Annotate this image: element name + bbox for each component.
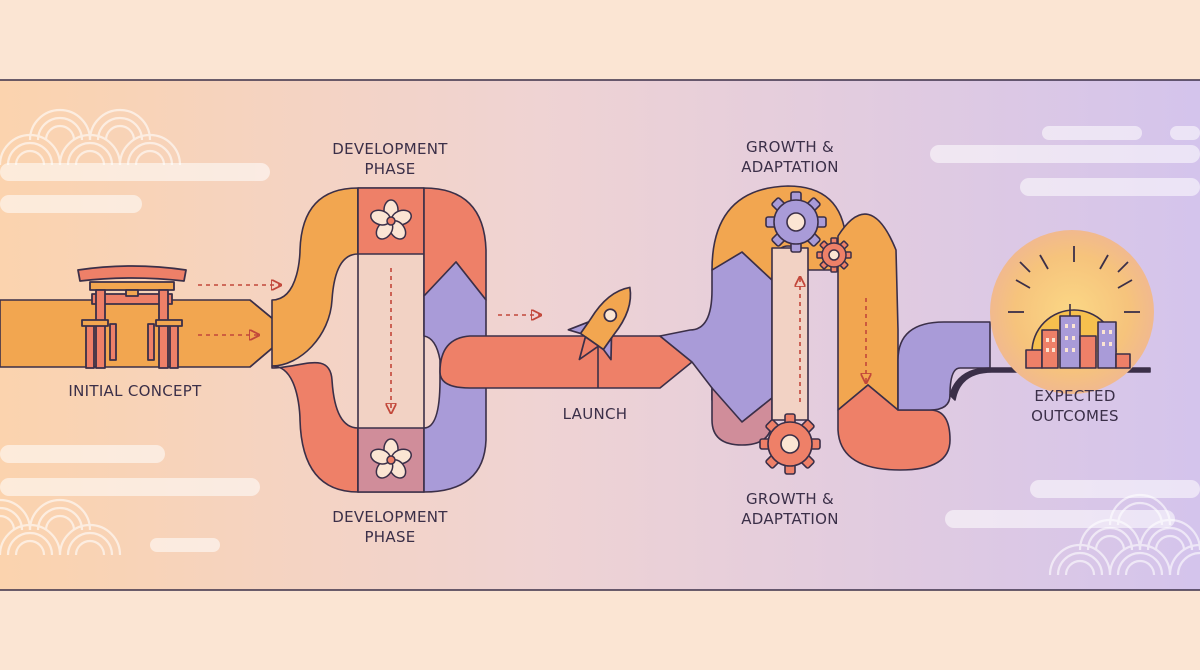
sakura-flower-icon [370, 199, 412, 240]
initial-concept-label: INITIAL CONCEPT [68, 382, 202, 400]
sakura-flower-icon [370, 438, 412, 479]
cloud-decorations [0, 126, 1200, 552]
outcomes-line2: OUTCOMES [1031, 407, 1119, 425]
sunrise-city-icon [990, 230, 1154, 394]
torii-gate-icon [77, 265, 187, 369]
development-phase-bottom-label: DEVELOPMENT PHASE [320, 507, 460, 547]
development-top-line2: PHASE [364, 160, 416, 178]
growth-adaptation-bottom-label: GROWTH & ADAPTATION [720, 489, 860, 529]
development-bottom-line2: PHASE [364, 528, 416, 546]
development-bottom-line1: DEVELOPMENT [332, 508, 448, 526]
rocket-icon [567, 286, 632, 361]
development-phase-top-label: DEVELOPMENT PHASE [320, 139, 460, 179]
launch-label: LAUNCH [562, 405, 628, 423]
gear-icon [759, 413, 821, 475]
outcomes-line1: EXPECTED [1034, 387, 1116, 405]
growth-bottom-line2: ADAPTATION [741, 510, 839, 528]
development-top-line1: DEVELOPMENT [332, 140, 448, 158]
flow-arrows-growth [800, 278, 866, 402]
seigaiha-wave-pattern [0, 108, 1200, 576]
growth-top-line2: ADAPTATION [741, 158, 839, 176]
gear-icon [816, 237, 852, 273]
gear-icon [765, 191, 827, 253]
expected-outcomes-label: EXPECTED OUTCOMES [1005, 386, 1145, 426]
growth-bottom-line1: GROWTH & [746, 490, 834, 508]
flow-arrows-initial [198, 285, 280, 335]
launch-road [439, 335, 693, 389]
growth-top-line1: GROWTH & [746, 138, 834, 156]
growth-adaptation-top-label: GROWTH & ADAPTATION [720, 137, 860, 177]
initial-road [0, 299, 291, 368]
